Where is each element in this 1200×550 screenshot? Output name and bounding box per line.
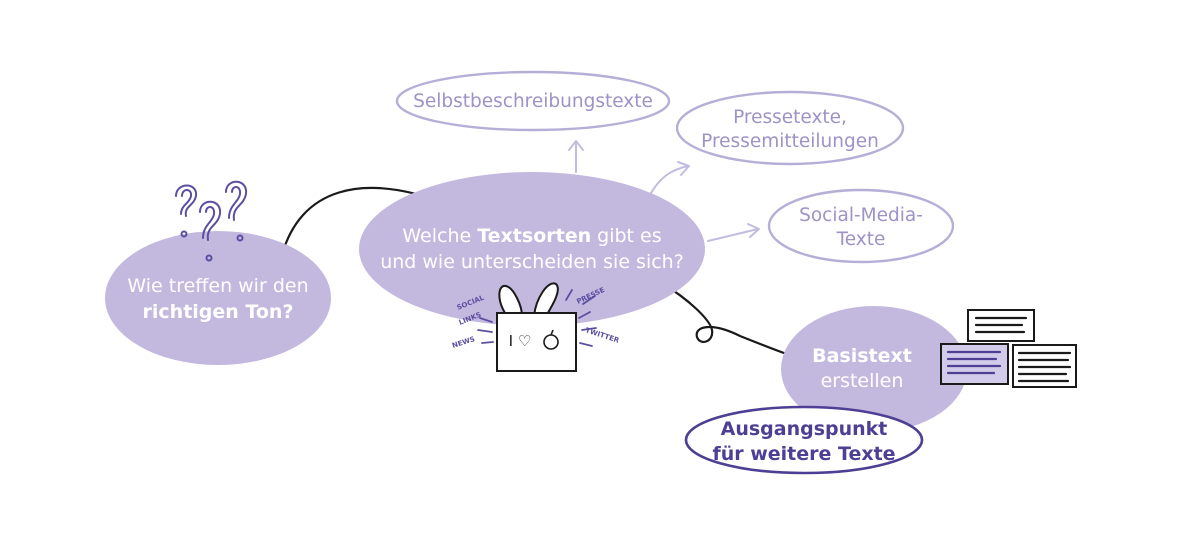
label-twitter: TWITTER xyxy=(584,326,620,345)
basetext-bubble: Basistext erstellen xyxy=(781,306,967,432)
motion-lines xyxy=(477,289,597,347)
basetext-line2: erstellen xyxy=(821,370,904,392)
sign-text: I ♡ xyxy=(509,332,532,350)
question-bubble: Wie treffen wir den richtigen Ton? xyxy=(105,231,331,365)
starting-point-line1: Ausgangspunkt xyxy=(721,418,888,440)
self-description-label: Selbstbeschreibungstexte xyxy=(413,91,653,112)
basetext-shape xyxy=(781,306,967,432)
arrow-to-self-description xyxy=(568,140,584,173)
social-bubble: Social-Media- Texte xyxy=(767,188,955,264)
social-label-line1: Social-Media- xyxy=(799,205,923,226)
sign-board xyxy=(496,312,577,372)
basetext-line1: Basistext xyxy=(812,345,912,367)
question-bubble-shape xyxy=(105,231,331,365)
question-line1: Wie treffen wir den xyxy=(127,275,308,297)
social-label-line2: Texte xyxy=(836,229,886,250)
documents-icon xyxy=(940,309,1077,388)
starting-point-outline xyxy=(684,405,924,475)
starting-point-bubble: Ausgangspunkt für weitere Texte xyxy=(684,405,924,475)
press-label-line1: Pressetexte, xyxy=(733,107,847,128)
self-description-bubble: Selbstbeschreibungstexte xyxy=(395,70,671,132)
starting-point-line2: für weitere Texte xyxy=(712,443,895,465)
arrow-center-to-basetext xyxy=(658,280,812,364)
center-line2: und wie unterscheiden sie sich? xyxy=(380,251,684,273)
question-line2: richtigen Ton? xyxy=(143,301,294,323)
center-line1-suffix: gibt es xyxy=(591,225,662,247)
arrow-to-press xyxy=(650,161,690,194)
press-outline xyxy=(675,90,905,166)
self-description-outline xyxy=(395,70,671,132)
social-outline xyxy=(767,188,955,264)
center-line1-bold: Textsorten xyxy=(477,225,591,247)
center-line1-prefix: Welche xyxy=(402,225,477,247)
apple-icon xyxy=(543,329,559,350)
doc-left xyxy=(940,343,1009,385)
center-bubble: Welche Textsorten gibt es und wie unters… xyxy=(359,172,705,326)
center-bubble-shape xyxy=(359,172,705,326)
bunny-ears xyxy=(498,282,559,317)
question-marks-icon xyxy=(175,180,248,262)
center-line1: Welche Textsorten gibt es xyxy=(402,225,661,247)
arrow-to-social xyxy=(707,223,760,242)
press-label-line2: Pressemitteilungen xyxy=(701,131,879,152)
label-news: NEWS xyxy=(451,335,476,350)
press-bubble: Pressetexte, Pressemitteilungen xyxy=(675,90,905,166)
